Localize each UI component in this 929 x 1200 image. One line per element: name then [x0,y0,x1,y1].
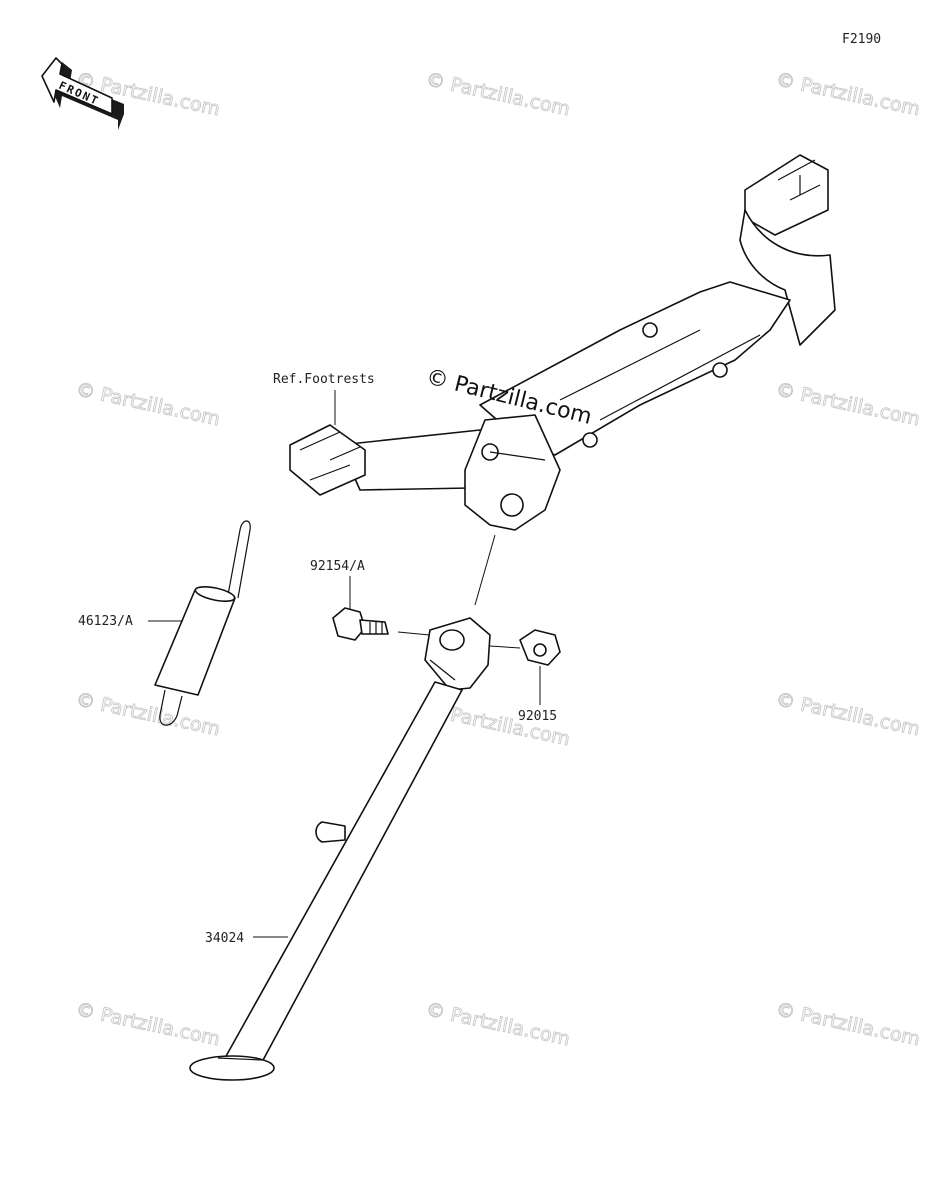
assembly-line [474,534,496,606]
bolt-label: 92154/A [310,559,365,574]
bolt-part [332,607,389,641]
ref-footrests-label: Ref.Footrests [273,372,375,387]
side-stand-part [189,617,491,1081]
watermark: © Partzilla.com [774,378,922,430]
watermark: © Partzilla.com [74,378,222,430]
spring-label: 46123/A [78,614,133,629]
nut-part [519,629,561,666]
watermark: © Partzilla.com [774,998,922,1050]
spring-part [154,520,251,726]
figure-code: F2190 [842,32,881,47]
watermark: © Partzilla.com [774,68,922,120]
watermark: © Partzilla.com [424,68,572,120]
frame-bracket [289,154,836,531]
watermark: © Partzilla.com [774,688,922,740]
watermark: © Partzilla.com [74,688,222,740]
nut-assembly-line [489,645,521,649]
watermark: © Partzilla.com [424,998,572,1050]
stand-label: 34024 [205,931,244,946]
watermark: © Partzilla.com [74,998,222,1050]
nut-label: 92015 [518,709,557,724]
